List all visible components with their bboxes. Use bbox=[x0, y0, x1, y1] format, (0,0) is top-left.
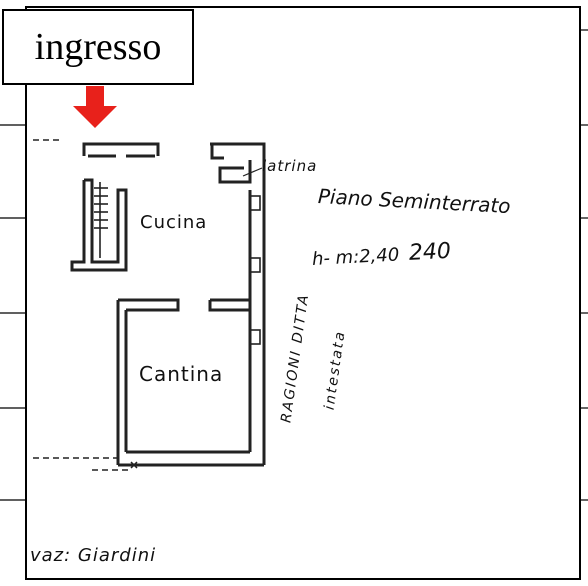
room-label-cellar: Cantina bbox=[139, 362, 224, 386]
dashed-boundaries bbox=[33, 139, 128, 471]
drain-mark bbox=[130, 461, 138, 469]
latrine-label: latrina bbox=[262, 157, 318, 175]
entrance-arrow bbox=[73, 86, 117, 128]
page-frame bbox=[25, 6, 581, 580]
entrance-label-box: ingresso bbox=[2, 9, 194, 85]
entrance-label: ingresso bbox=[34, 26, 162, 68]
room-label-kitchen: Cucina bbox=[140, 212, 208, 233]
height-text: h- m:2,40 bbox=[311, 244, 400, 270]
margin-ticks bbox=[0, 29, 588, 501]
latrine-pointer bbox=[242, 167, 263, 177]
stair-treads bbox=[94, 182, 108, 258]
bottom-label: vaz: Giardini bbox=[30, 545, 157, 566]
walls bbox=[70, 142, 266, 467]
height-value: 240 bbox=[408, 238, 452, 266]
